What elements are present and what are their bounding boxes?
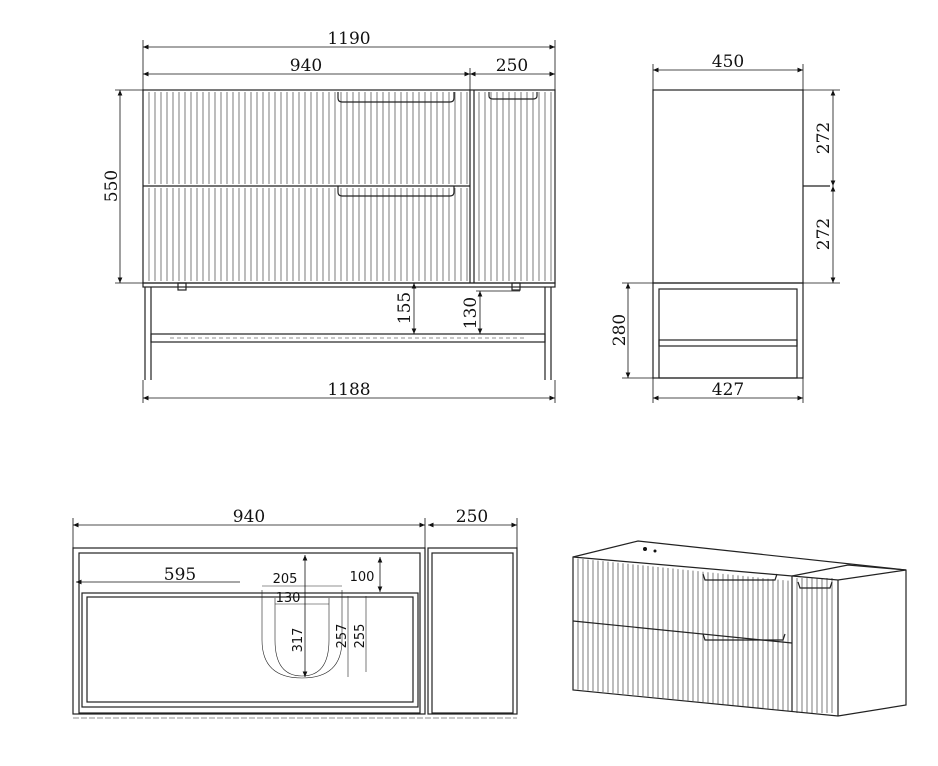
isometric-view — [572, 540, 907, 717]
dim-cutout-depth: 317 — [291, 628, 306, 653]
dim-plan-side-width: 250 — [456, 507, 488, 527]
dim-leg-clearance: 155 — [395, 292, 415, 324]
dim-depth: 450 — [712, 52, 744, 72]
side-view: 450 272 272 280 427 — [610, 52, 840, 403]
dim-upper-drawer: 272 — [814, 122, 834, 154]
dim-top-clearance: 100 — [350, 570, 375, 585]
dim-drawer-width: 940 — [290, 56, 322, 76]
dim-depth-a: 257 — [335, 624, 350, 649]
dim-height: 550 — [102, 170, 122, 202]
dim-depth-b: 255 — [353, 624, 368, 649]
front-dimensions: 1190 940 250 550 155 130 1188 — [102, 29, 556, 403]
dim-overall-width: 1190 — [327, 29, 370, 49]
dim-cutout-inner: 130 — [276, 591, 301, 606]
dim-side-width: 250 — [496, 56, 528, 76]
dim-lower-drawer: 272 — [814, 218, 834, 250]
plan-view: 595 205 130 317 100 257 255 940 250 — [72, 507, 518, 719]
dim-base-depth: 427 — [712, 380, 744, 400]
dim-leg-height: 280 — [610, 314, 630, 346]
front-view — [142, 89, 556, 380]
dim-plan-drawer-width: 940 — [233, 507, 265, 527]
dim-offset: 595 — [164, 565, 196, 585]
dim-shelf-clearance: 130 — [461, 297, 481, 329]
dim-cutout-outer: 205 — [273, 572, 298, 587]
dim-base-width: 1188 — [327, 380, 370, 400]
